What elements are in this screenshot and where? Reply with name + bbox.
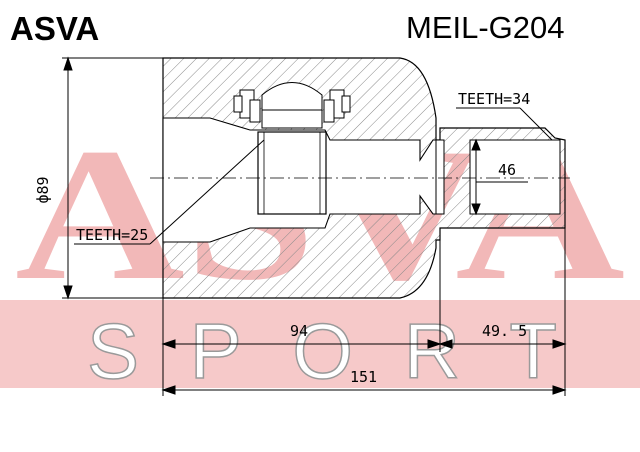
teeth-outer-label: TEETH=34 [458, 90, 530, 108]
joint-body [150, 57, 570, 299]
stem-diameter-label: 46 [498, 161, 516, 179]
stem-bore [469, 139, 561, 215]
teeth-inner-label: TEETH=25 [76, 226, 148, 244]
part-number: MEIL-G204 [406, 10, 565, 45]
diameter-dimension [62, 56, 163, 300]
spline-hub [257, 131, 327, 215]
dim-body-length: 94 [290, 322, 308, 340]
dim-stem-length: 49. 5 [482, 322, 527, 340]
teeth-outer-leader [456, 107, 553, 141]
seal-ring [435, 139, 445, 215]
teeth-inner-leader [74, 139, 265, 245]
length-dimensions [161, 228, 567, 396]
diameter-label: ф89 [34, 176, 52, 203]
brand-title: ASVA [10, 10, 99, 47]
stem-dimension [471, 138, 528, 216]
roller-assembly [233, 82, 351, 129]
dim-total-length: 151 [350, 368, 377, 386]
